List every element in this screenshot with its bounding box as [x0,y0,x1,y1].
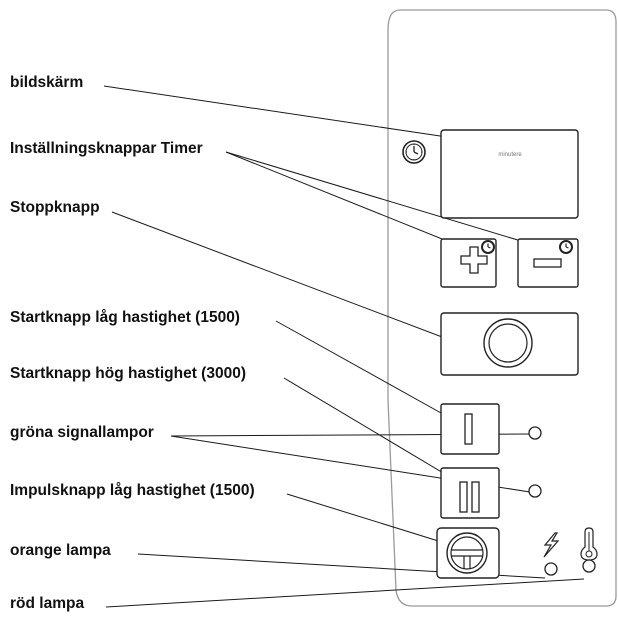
label-start-low: Startknapp låg hastighet (1500) [10,309,240,326]
plus-icon [460,246,488,274]
leader-start-low [275,320,460,424]
label-pulse-low: Impulsknapp låg hastighet (1500) [10,482,255,499]
clock-icon [481,240,495,254]
start-low-button[interactable] [440,403,500,455]
single-bar-icon [464,413,473,445]
thermometer-icon [580,527,598,561]
leader-timer-plus [225,151,463,248]
lightning-icon [543,532,560,558]
orange-lamp [544,562,558,576]
circle-icon [483,318,533,368]
red-lamp [582,559,596,573]
panel-outline [387,9,617,607]
label-orange-lamp: orange lampa [10,542,111,559]
timer-minus-button[interactable] [517,238,579,288]
leader-pulse-low [286,493,449,545]
leader-red-lamp [105,578,585,608]
green-lamp-2 [528,484,542,498]
minus-icon [533,258,562,268]
green-lamp-1 [528,426,542,440]
leader-display [103,85,448,138]
label-start-high: Startknapp hög hastighet (3000) [10,365,246,382]
display-text: minutere [498,152,522,158]
leader-timer-minus [225,151,542,248]
pulse-wheel-icon [446,532,488,574]
leader-stop [111,211,451,341]
label-timer-buttons: Inställningsknappar Timer [10,140,203,157]
label-green-lamps: gröna signallampor [10,424,154,441]
label-display: bildskärm [10,74,83,91]
stop-button[interactable] [440,312,579,376]
label-stop-button: Stoppknapp [10,199,100,216]
clock-icon [402,140,426,164]
clock-icon [559,240,573,254]
double-bar-icon [459,481,480,513]
leader-start-high [283,377,466,487]
timer-plus-button[interactable] [440,238,497,288]
pulse-low-button[interactable] [436,527,500,579]
display-screen [440,129,579,219]
label-red-lamp: röd lampa [10,595,84,612]
start-high-button[interactable] [440,467,500,519]
